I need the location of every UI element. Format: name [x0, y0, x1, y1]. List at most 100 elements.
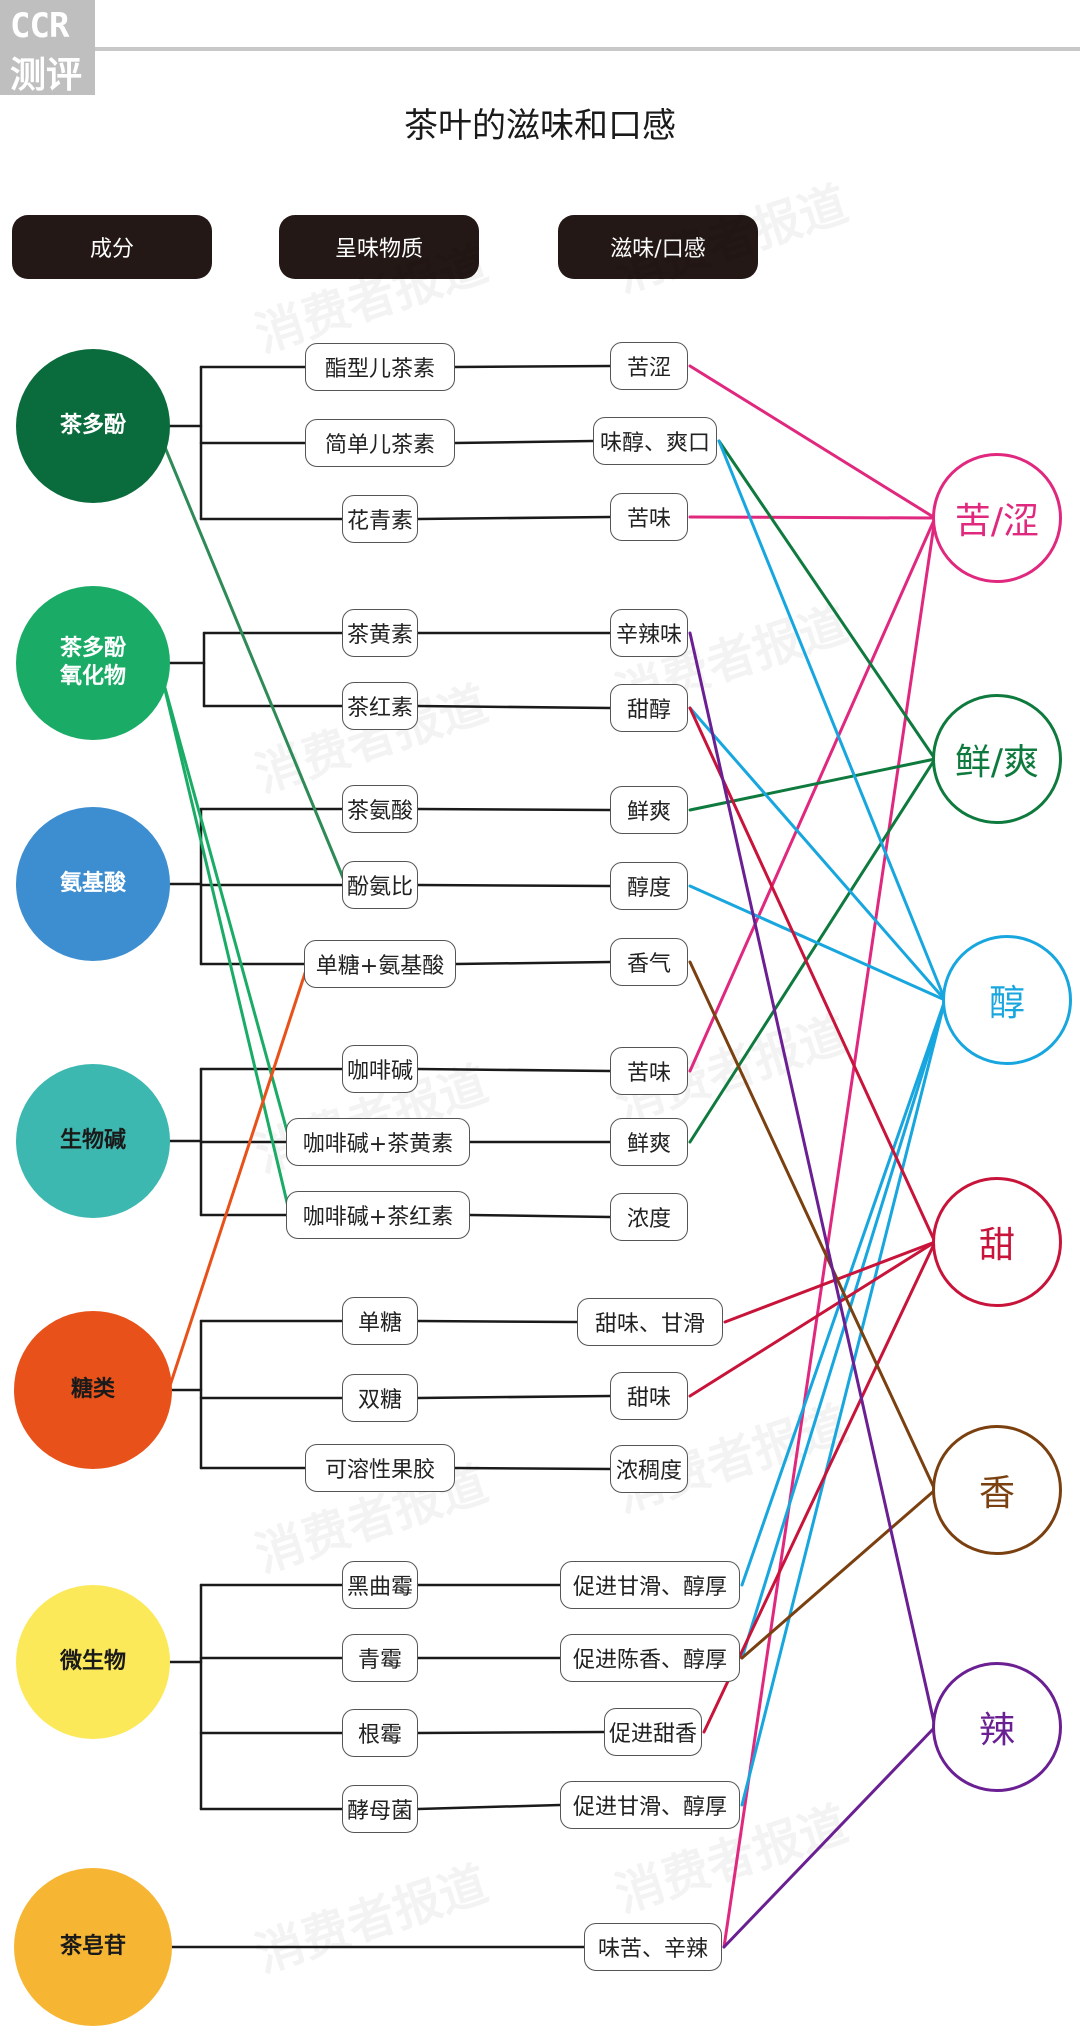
component-node: 茶多酚: [16, 349, 170, 503]
component-label: 茶皂苷: [59, 1934, 126, 1959]
tree-connector: [416, 807, 612, 812]
header-rule: [95, 47, 1080, 51]
substance-box: 咖啡碱: [342, 1045, 418, 1093]
taste-category-node: 醇: [942, 935, 1072, 1065]
component-substance-link: [160, 675, 292, 1217]
substance-box: 咖啡碱+茶黄素: [286, 1118, 470, 1166]
component-node: 生物碱: [16, 1064, 170, 1218]
page-title: 茶叶的滋味和口感: [404, 106, 676, 146]
tree-connector: [416, 1319, 579, 1324]
taste-category-node: 辣: [932, 1662, 1062, 1792]
substance-box: 青霉: [342, 1634, 418, 1682]
taste-category-link: [688, 884, 947, 1002]
substance-box: 单糖+氨基酸: [304, 940, 456, 988]
taste-box: 浓稠度: [610, 1445, 688, 1493]
component-node: 茶皂苷: [14, 1868, 172, 2026]
component-node: 微生物: [16, 1585, 170, 1739]
logo-text-ccr: CCR: [10, 6, 69, 46]
tree-connector: [416, 704, 612, 710]
substance-box: 根霉: [342, 1709, 418, 1757]
substance-box: 花青素: [342, 495, 418, 543]
component-label: 茶多酚: [59, 413, 126, 438]
tree-connector: [416, 1730, 606, 1735]
substance-box: 酚氨比: [342, 861, 418, 909]
component-node: 茶多酚 氧化物: [16, 586, 170, 740]
taste-box: 甜醇: [610, 684, 688, 732]
substance-box: 茶氨酸: [342, 785, 418, 833]
taste-category-link: [702, 1240, 937, 1734]
component-label: 糖类: [70, 1377, 115, 1402]
taste-category-node: 鲜/爽: [932, 694, 1062, 824]
tree-connector: [416, 883, 612, 888]
taste-category-link: [688, 516, 937, 1073]
component-label: 茶多酚 氧化物: [59, 636, 126, 689]
tree-connector: [416, 1803, 562, 1811]
tree-connector: [416, 515, 612, 521]
substance-box: 酯型儿茶素: [305, 343, 455, 391]
component-substance-link: [162, 962, 310, 1406]
header-substances: 呈味物质: [279, 215, 479, 279]
tree-connector: [453, 1466, 612, 1471]
taste-category-link: [688, 960, 937, 1492]
tree-connector: [468, 1213, 612, 1219]
tree-connector: [454, 960, 612, 966]
taste-box: 浓度: [610, 1193, 688, 1241]
substance-box: 可溶性果胶: [305, 1444, 455, 1492]
tree-connector: [453, 439, 595, 445]
header-components: 成分: [12, 215, 212, 279]
substance-box: 单糖: [342, 1297, 418, 1345]
taste-box: 甜味、甘滑: [577, 1298, 723, 1346]
component-node: 氨基酸: [16, 807, 170, 961]
substance-box: 双糖: [342, 1374, 418, 1422]
taste-box: 味醇、爽口: [593, 417, 717, 465]
tree-connector: [453, 364, 612, 369]
taste-box: 香气: [610, 938, 688, 986]
taste-category-node: 甜: [932, 1177, 1062, 1307]
taste-box: 苦味: [610, 493, 688, 541]
component-substance-link: [160, 438, 348, 887]
taste-box: 促进甜香: [604, 1708, 702, 1756]
taste-box: 鲜爽: [610, 786, 688, 834]
component-label: 生物碱: [59, 1128, 126, 1153]
taste-category-link: [740, 998, 947, 1660]
taste-box: 甜味: [610, 1372, 688, 1420]
substance-box: 简单儿茶素: [305, 419, 455, 467]
substance-box: 咖啡碱+茶红素: [286, 1191, 470, 1239]
taste-box: 促进甘滑、醇厚: [560, 1561, 740, 1609]
taste-category-node: 香: [932, 1425, 1062, 1555]
taste-box: 鲜爽: [610, 1118, 688, 1166]
taste-box: 苦涩: [610, 342, 688, 390]
component-node: 糖类: [14, 1311, 172, 1469]
taste-category-link: [688, 757, 937, 812]
taste-box: 辛辣味: [610, 609, 688, 657]
taste-category-link: [688, 1240, 937, 1398]
substance-box: 黑曲霉: [342, 1561, 418, 1609]
taste-category-link: [717, 439, 937, 761]
taste-box: 促进甘滑、醇厚: [560, 1781, 740, 1829]
taste-category-link: [722, 1725, 937, 1949]
taste-category-link: [740, 1488, 937, 1660]
taste-category-link: [688, 364, 937, 520]
tree-connector: [416, 1067, 612, 1073]
substance-box: 酵母菌: [342, 1785, 418, 1833]
component-label: 微生物: [59, 1649, 126, 1674]
taste-box: 味苦、辛辣: [584, 1923, 722, 1971]
taste-box: 醇度: [610, 862, 688, 910]
component-substance-link: [160, 675, 292, 1144]
taste-category-link: [688, 757, 937, 1144]
component-label: 氨基酸: [59, 871, 126, 896]
taste-category-link: [688, 706, 947, 1002]
taste-category-link: [740, 998, 947, 1807]
taste-category-link: [723, 1240, 937, 1324]
header-tastes: 滋味/口感: [558, 215, 758, 279]
taste-category-link: [717, 439, 947, 1002]
taste-category-link: [722, 516, 937, 1949]
taste-category-node: 苦/涩: [932, 453, 1062, 583]
tree-connector: [416, 1394, 612, 1400]
ccr-logo: CCR 测评: [0, 0, 95, 96]
logo-text-review: 测评: [10, 55, 83, 96]
taste-category-link: [688, 515, 937, 520]
taste-box: 苦味: [610, 1047, 688, 1095]
taste-category-link: [688, 706, 937, 1244]
